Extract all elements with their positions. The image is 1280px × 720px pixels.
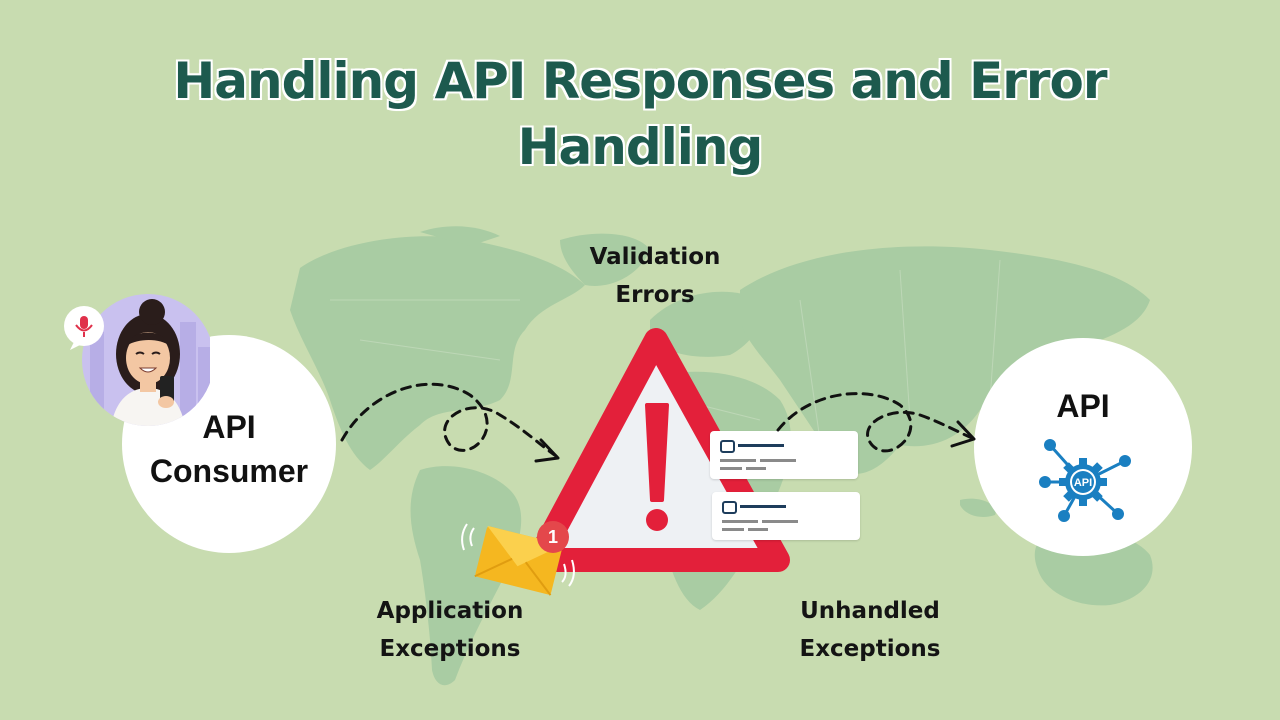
application-line2: Exceptions	[379, 636, 521, 662]
validation-line1: Validation	[589, 244, 721, 270]
microphone-icon	[64, 306, 104, 350]
page-title: Handling API Responses and Error Handlin…	[173, 52, 1107, 176]
unhandled-line1: Unhandled	[800, 598, 940, 624]
validation-errors-label: Validation Errors	[560, 238, 750, 314]
person-avatar	[64, 294, 210, 426]
unhandled-line2: Exceptions	[799, 636, 941, 662]
api-gear-label: API	[1074, 477, 1092, 489]
consumer-label-line2: Consumer	[149, 453, 309, 489]
application-exceptions-label: Application Exceptions	[355, 592, 545, 668]
unhandled-exceptions-label: Unhandled Exceptions	[775, 592, 965, 668]
notification-card	[712, 492, 860, 540]
api-label: API	[1056, 388, 1110, 424]
notification-card	[710, 431, 858, 479]
api-node	[974, 338, 1192, 556]
api-consumer-label: API Consumer	[122, 405, 336, 493]
application-line1: Application	[376, 598, 524, 624]
consumer-label-line1: API	[202, 409, 256, 445]
validation-line2: Errors	[615, 282, 695, 308]
notification-badge: 1	[547, 527, 558, 547]
